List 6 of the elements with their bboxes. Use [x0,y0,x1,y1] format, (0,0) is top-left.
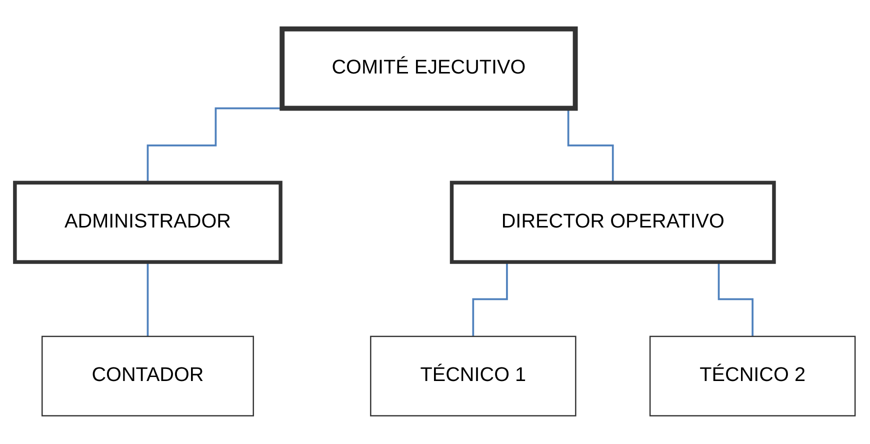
node-box: DIRECTOR OPERATIVO [450,180,776,264]
node-box: TÉCNICO 2 [649,335,856,416]
node-box: TÉCNICO 1 [370,335,576,416]
node-box: ADMINISTRADOR [13,180,282,264]
node-box: COMITÉ EJECUTIVO [280,26,578,110]
node-box: CONTADOR [42,335,254,416]
